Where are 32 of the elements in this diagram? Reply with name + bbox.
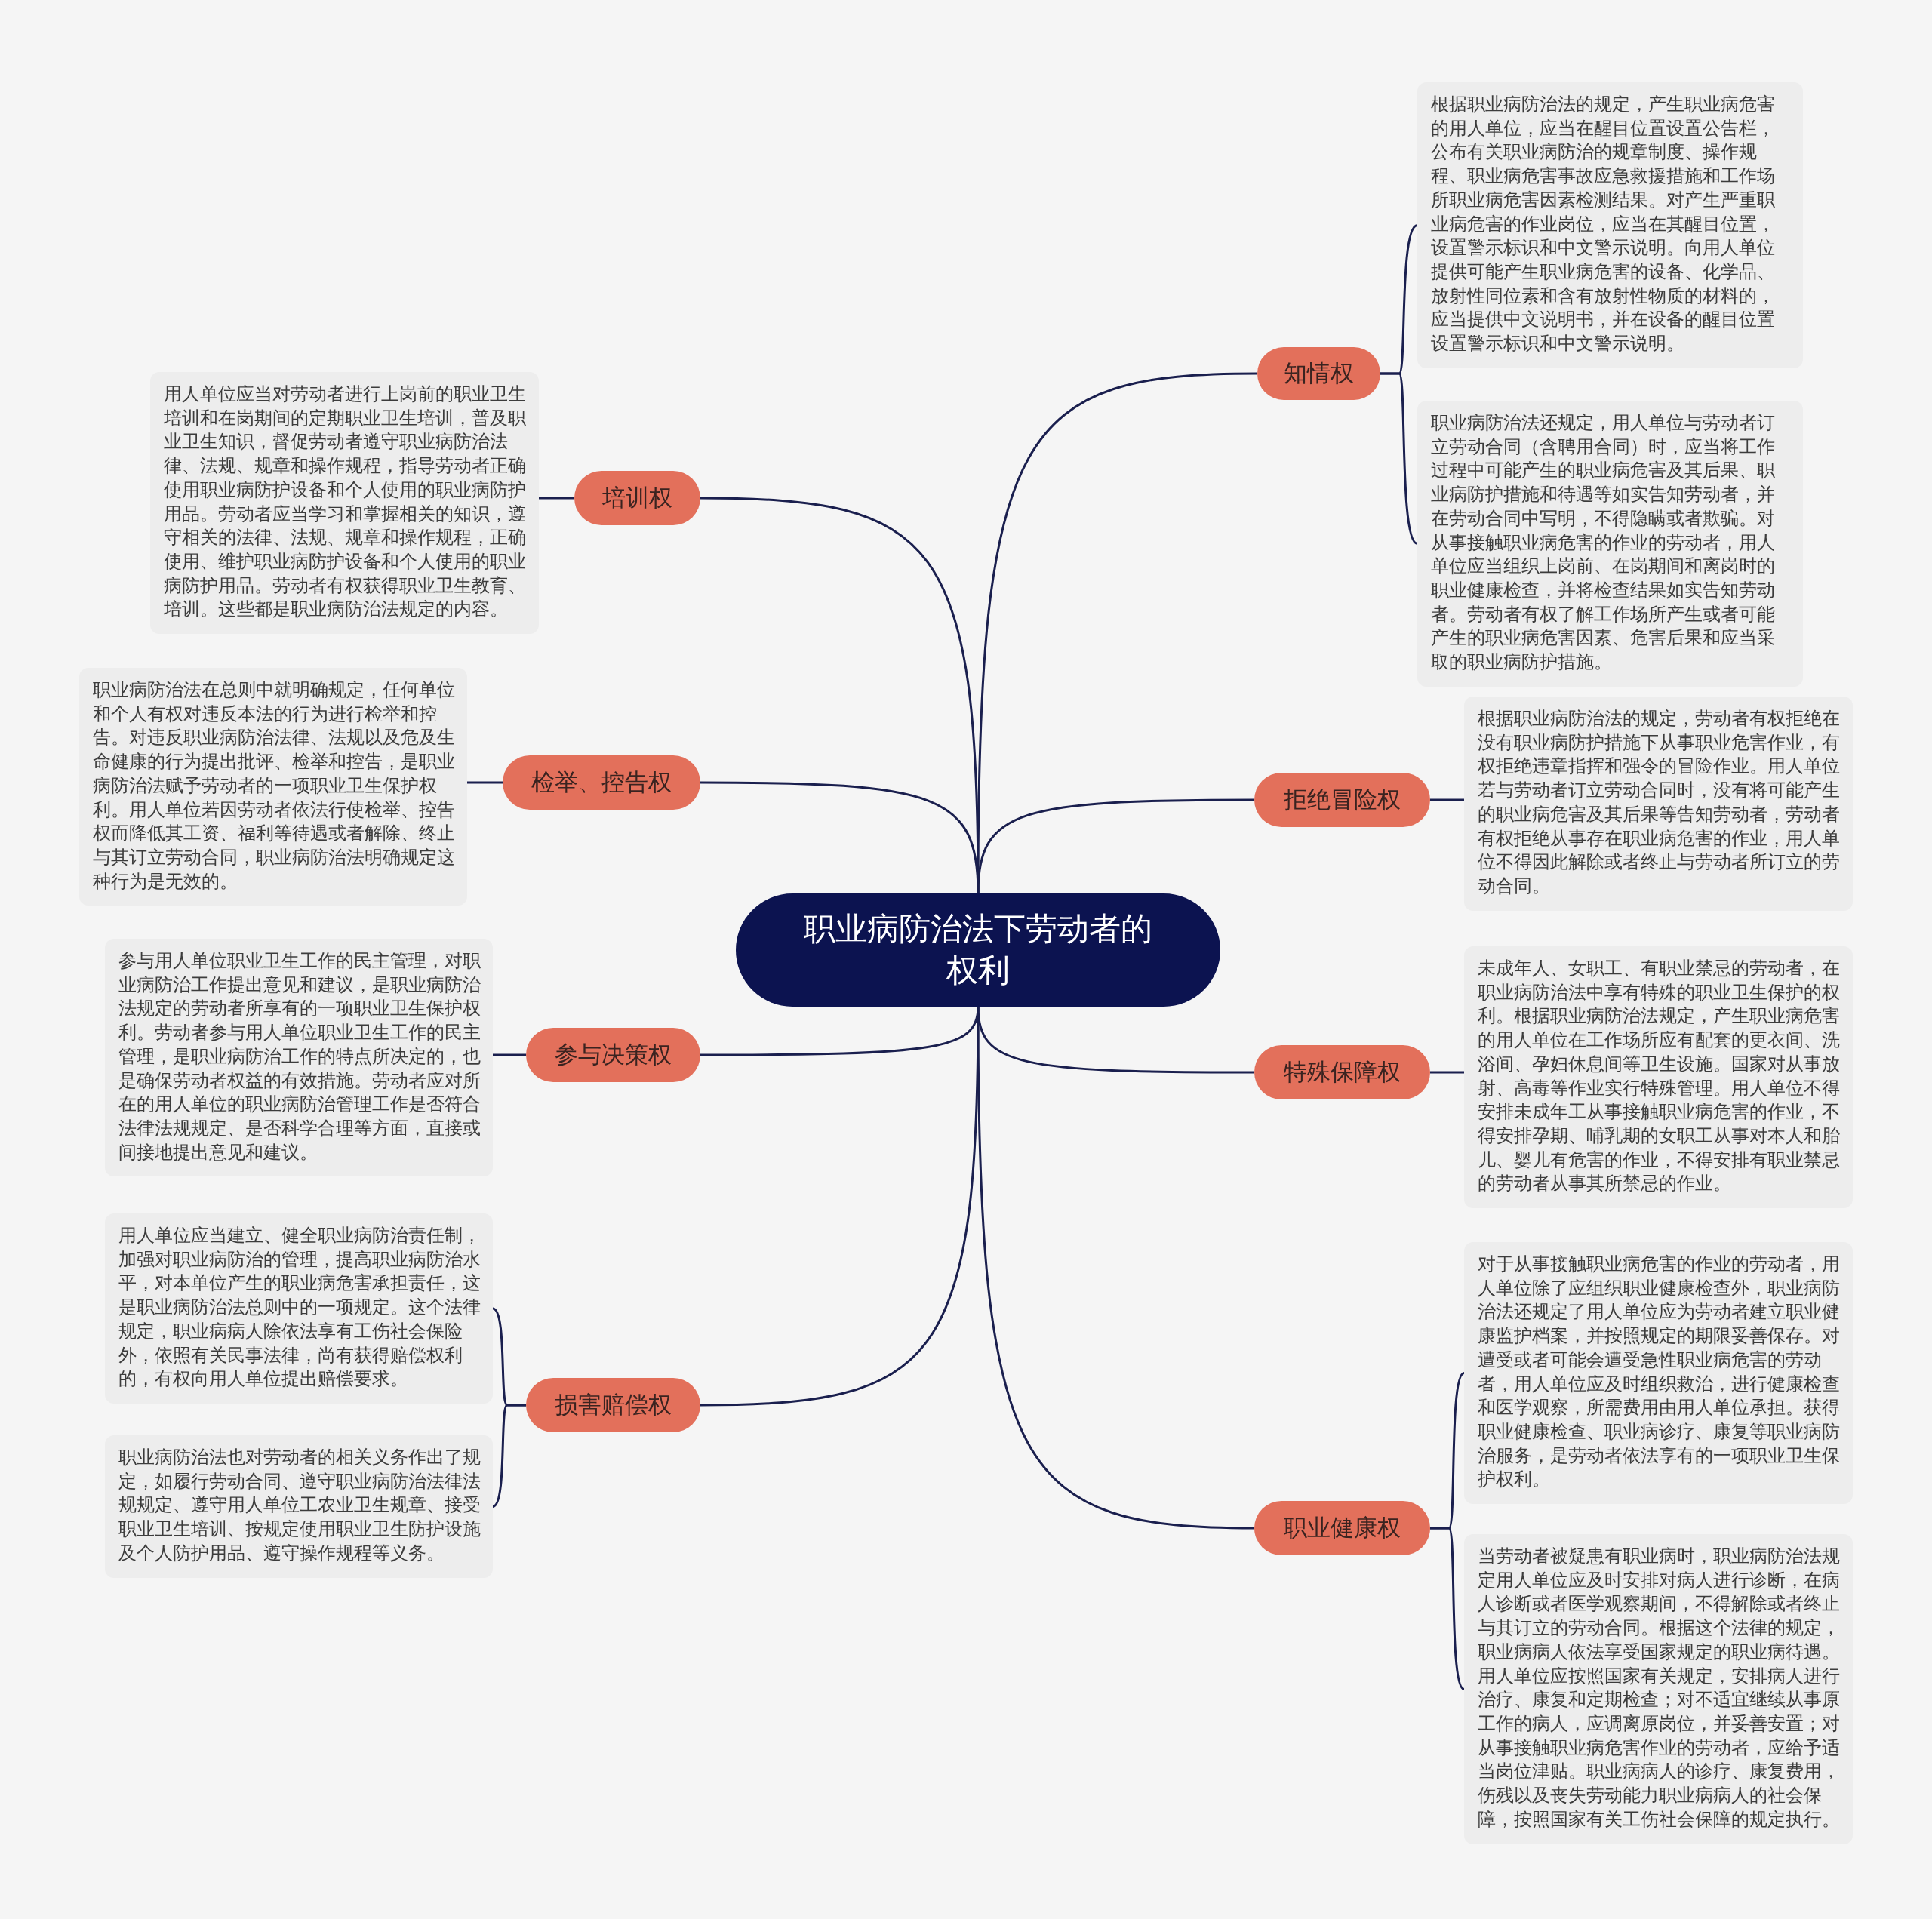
connector-line [467,781,503,784]
connector-line [539,497,574,500]
topic-box: 参与决策权 [526,1028,700,1082]
note-card: 根据职业病防治法的规定，产生职业病危害的用人单位，应当在醒目位置设置公告栏，公布有关职业病防治的规章制度、操作规程、职业病危害事故应急救援措施和工作场所职业病危害因素检测结果。对产生严重职业病危害的作业岗位，应当在其醒目位置，设置警示标识和中文警示说明。向用人单位提供可能产生职业病危害的设备、化学品、放射性同位素和含有放射性物质的材料的，应当提供中文说明书，并在设备的醒目位置设置警示标识和中文警示说明。 [1417,82,1803,368]
topic-box: 知情权 [1257,347,1380,400]
note-card: 职业病防治法也对劳动者的相关义务作出了规定，如履行劳动合同、遵守职业病防治法律法规规定、遵守用人单位工农业卫生规章、接受职业卫生培训、按规定使用职业卫生防护设施及个人防护用品、遵守操作规程等义务。 [105,1435,493,1578]
note-card: 根据职业病防治法的规定，劳动者有权拒绝在没有职业病防护措施下从事职业危害作业，有权拒绝违章指挥和强令的冒险作业。用人单位若与劳动者订立劳动合同时，没有将可能产生的职业病危害及其后果等告知劳动者，劳动者有权拒绝从事存在职业病危害的作业，用人单位不得因此解除或者终止与劳动者所订立的劳动合同。 [1464,697,1853,911]
note-card: 职业病防治法还规定，用人单位与劳动者订立劳动合同（含聘用合同）时，应当将工作过程中可能产生的职业病危害及其后果、职业病防护措施和待遇等如实告知劳动者，并在劳动合同中写明，不得隐瞒或者欺骗。对从事接触职业病危害的作业的劳动者，用人单位应当组织上岗前、在岗期间和离岗时的职业健康检查，并将检查结果如实告知劳动者。劳动者有权了解工作场所产生或者可能产生的职业病危害因素、危害后果和应当采取的职业病防护措施。 [1417,401,1803,687]
connector-line [1430,798,1464,801]
note-card: 用人单位应当对劳动者进行上岗前的职业卫生培训和在岗期间的定期职业卫生培训，普及职业卫生知识，督促劳动者遵守职业病防治法律、法规、规章和操作规程，指导劳动者正确使用职业病防护设备和个人使用的职业病防护用品。劳动者应当学习和掌握相关的知识，遵守相关的法律、法规、规章和操作规程，正确使用、维护职业病防护设备和个人使用的职业病防护用品。劳动者有权获得职业卫生教育、培训。这些都是职业病防治法规定的内容。 [150,372,539,635]
connector-line [1430,1527,1466,1690]
connector-line [1430,1071,1464,1074]
central-topic-box: 职业病防治法下劳动者的权利 [736,893,1220,1007]
note-card: 参与用人单位职业卫生工作的民主管理，对职业病防治工作提出意见和建议，是职业病防治法规定的劳动者所享有的一项职业卫生保护权利。劳动者参与用人单位职业卫生工作的民主管理，是职业病防治工作的特点所决定的，也是确保劳动者权益的有效措施。劳动者应对所在的用人单位的职业病防治管理工作是否符合法律法规规定、是否科学合理等方面，直接或间接地提出意见和建议。 [105,939,493,1177]
topic-box: 检举、控告权 [503,755,700,810]
connector-line [977,1007,1255,1530]
connector-line [1380,372,1418,545]
connector-line [493,1053,526,1056]
topic-box: 职业健康权 [1254,1501,1430,1555]
note-card: 当劳动者被疑患有职业病时，职业病防治法规定用人单位应及时安排对病人进行诊断，在病人诊断或者医学观察期间，不得解除或者终止与其订立的劳动合同。根据这个法律的规定，职业病病人依法享受国家规定的职业病待遇。用人单位应按照国家有关规定，安排病人进行治疗、康复和定期检查；对不适宜继续从事原工作的病人，应调离原岗位，并妥善安置；对从事接触职业病危害作业的劳动者，应给予适当岗位津贴。职业病病人的诊疗、康复费用，伤残以及丧失劳动能力职业病病人的社会保障，按照国家有关工伤社会保障的规定执行。 [1464,1534,1853,1844]
note-card: 职业病防治法在总则中就明确规定，任何单位和个人有权对违反本法的行为进行检举和控告。对违反职业病防治法律、法规以及危及生命健康的行为提出批评、检举和控告，是职业病防治法赋予劳动者的一项职业卫生保护权利。用人单位若因劳动者依法行使检举、控告权而降低其工资、福利等待遇或者解除、终止与其订立劳动合同，职业病防治法明确规定这种行为是无效的。 [79,668,467,906]
topic-box: 损害赔偿权 [526,1378,700,1432]
note-card: 对于从事接触职业病危害的作业的劳动者，用人单位除了应组织职业健康检查外，职业病防治法还规定了用人单位应为劳动者建立职业健康监护档案，并按照规定的期限妥善保存。对遭受或者可能会遭受急性职业病危害的劳动者，用人单位应及时组织救治，进行健康检查和医学观察，所需费用由用人单位承担。获得职业健康检查、职业病诊疗、康复等职业病防治服务，是劳动者依法享有的一项职业卫生保护权利。 [1464,1242,1853,1505]
connector-line [700,1007,980,1407]
topic-box: 拒绝冒险权 [1254,773,1430,827]
topic-box: 特殊保障权 [1254,1045,1430,1099]
note-card: 未成年人、女职工、有职业禁忌的劳动者，在职业病防治法中享有特殊的职业卫生保护的权利。根据职业病防治法规定，产生职业病危害的用人单位在工作场所应有配套的更衣间、洗浴间、孕妇休息间等卫生设施。国家对从事放射、高毒等作业实行特殊管理。用人单位不得安排未成年工从事接触职业病危害的作业，不得安排孕期、哺乳期的女职工从事对本人和胎儿、婴儿有危害的作业，不得安排有职业禁忌的劳动者从事其所禁忌的作业。 [1464,946,1853,1209]
note-card: 用人单位应当建立、健全职业病防治责任制，加强对职业病防治的管理，提高职业病防治水平，对本单位产生的职业病危害承担责任，这是职业病防治法总则中的一项规定。这个法律规定，职业病病人除依法享有工伤社会保险外，依照有关民事法律，尚有获得赔偿权利的，有权向用人单位提出赔偿要求。 [105,1213,493,1404]
connector-line [492,1404,526,1508]
connector-line [977,798,1254,894]
topic-box: 培训权 [574,471,700,525]
connector-line [700,781,980,894]
